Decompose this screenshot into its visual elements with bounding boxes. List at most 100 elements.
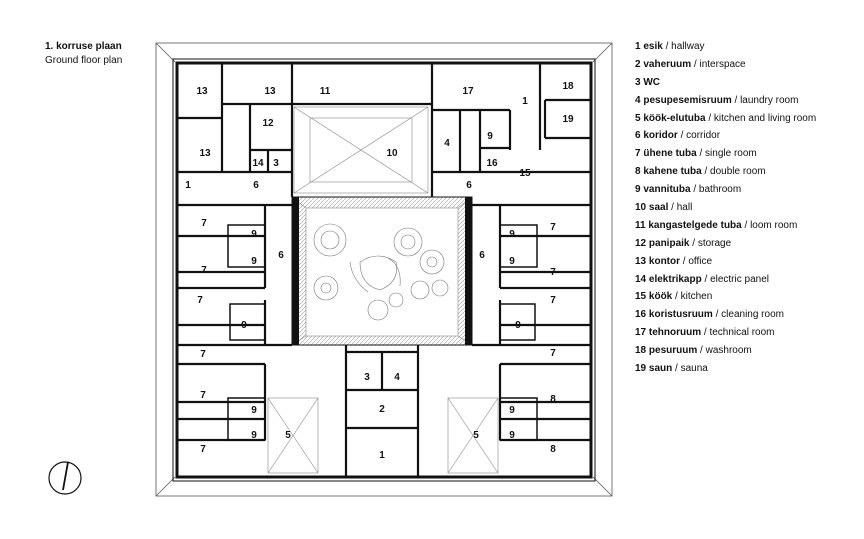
legend-number: 12 xyxy=(635,237,647,249)
hall-skylight xyxy=(293,106,429,194)
plan-title-primary: 1. korruse plaan xyxy=(45,41,122,52)
legend-number: 5 xyxy=(635,112,641,124)
legend-english: interspace xyxy=(699,58,746,70)
room-label: 9 xyxy=(509,430,515,441)
room-label: 9 xyxy=(251,430,257,441)
legend-number: 13 xyxy=(635,255,647,267)
legend-number: 6 xyxy=(635,130,641,142)
room-label: 9 xyxy=(251,229,257,240)
legend-estonian: ühene tuba xyxy=(643,148,697,160)
interior-walls xyxy=(177,63,591,477)
room-label: 7 xyxy=(200,390,206,401)
room-label: 7 xyxy=(201,265,207,276)
exterior-walls xyxy=(172,58,596,482)
room-label: 13 xyxy=(264,86,276,97)
legend-number: 8 xyxy=(635,166,641,178)
room-label: 12 xyxy=(262,118,274,129)
legend-item: 7 ühene tuba / single room xyxy=(635,148,757,160)
legend-item: 1 esik / hallway xyxy=(635,41,705,52)
room-label: 5 xyxy=(285,430,291,441)
legend-english: office xyxy=(688,255,713,267)
legend-estonian: koridor xyxy=(643,130,678,142)
legend-estonian: kangastelgede tuba xyxy=(648,219,742,231)
room-label: 3 xyxy=(364,372,370,383)
legend-item: 4 pesupesemisruum / laundry room xyxy=(635,94,799,106)
room-label: 9 xyxy=(509,256,515,267)
legend-item: 12 panipaik / storage xyxy=(635,237,732,249)
legend-english: cleaning room xyxy=(721,309,784,321)
legend-item: 8 kahene tuba / double room xyxy=(635,166,766,178)
legend-estonian: WC xyxy=(643,76,661,88)
room-label: 9 xyxy=(241,320,247,331)
room-labels: 13 13 11 17 1 18 12 19 10 4 9 13 16 14 3… xyxy=(185,81,574,461)
room-label: 13 xyxy=(196,86,208,97)
room-label: 14 xyxy=(252,158,264,169)
room-label: 18 xyxy=(562,81,574,92)
legend-item: 16 koristusruum / cleaning room xyxy=(635,309,784,321)
room-label: 3 xyxy=(273,158,279,169)
legend-number: 11 xyxy=(635,219,646,231)
room-label: 9 xyxy=(251,256,257,267)
legend-estonian: elektrikapp xyxy=(648,273,702,285)
legend-estonian: kahene tuba xyxy=(643,166,702,178)
legend-estonian: pesupesemisruum xyxy=(643,94,732,106)
room-label: 9 xyxy=(509,229,515,240)
room-label: 1 xyxy=(522,96,528,107)
legend-english: sauna xyxy=(680,363,708,375)
room-label: 7 xyxy=(550,267,556,278)
room-label: 9 xyxy=(251,405,257,416)
legend-number: 1 xyxy=(635,41,641,52)
room-label: 2 xyxy=(379,404,385,415)
legend-item: 15 köök / kitchen xyxy=(635,291,713,303)
legend-english: hall xyxy=(676,202,693,214)
legend-number: 19 xyxy=(635,363,647,375)
room-legend: 1 esik / hallway 2 vaheruum / interspace 3… xyxy=(635,40,850,380)
room-label: 7 xyxy=(550,295,556,306)
legend-number: 2 xyxy=(635,58,641,70)
legend-english: bathroom xyxy=(698,184,742,196)
legend-item: 6 koridor / corridor xyxy=(635,130,721,142)
legend-number: 4 xyxy=(635,94,641,106)
legend-number: 9 xyxy=(635,184,641,196)
legend-estonian: esik xyxy=(643,41,663,52)
room-label: 7 xyxy=(550,222,556,233)
legend-item: 14 elektrikapp / electric panel xyxy=(635,273,769,285)
legend-number: 3 xyxy=(635,76,641,88)
room-label: 9 xyxy=(487,131,493,142)
plan-title-secondary: Ground floor plan xyxy=(45,55,123,66)
legend-item: 11 kangastelgede tuba / loom room xyxy=(635,219,798,231)
legend-number: 16 xyxy=(635,309,647,321)
legend-item: 5 köök-elutuba / kitchen and living room xyxy=(635,112,817,124)
room-label: 7 xyxy=(197,295,203,306)
room-label: 15 xyxy=(519,168,531,179)
legend-estonian: köök-elutuba xyxy=(643,112,706,124)
legend-english: washroom xyxy=(705,345,752,357)
legend-item: 18 pesuruum / washroom xyxy=(635,345,752,357)
courtyard xyxy=(291,196,473,346)
legend-item: 17 tehnoruum / technical room xyxy=(635,327,775,339)
legend-english: single room xyxy=(705,148,757,160)
legend-estonian: pesuruum xyxy=(648,345,698,357)
legend-estonian: saun xyxy=(648,363,673,375)
room-label: 8 xyxy=(550,394,556,405)
room-label: 6 xyxy=(278,250,284,261)
legend-estonian: vaheruum xyxy=(643,58,692,70)
legend-estonian: saal xyxy=(648,202,669,214)
room-label: 8 xyxy=(550,444,556,455)
legend-number: 14 xyxy=(635,273,647,285)
room-label: 4 xyxy=(394,372,400,383)
room-label: 6 xyxy=(479,250,485,261)
legend-english: technical room xyxy=(709,327,775,339)
room-label: 7 xyxy=(200,444,206,455)
legend-item: 2 vaheruum / interspace xyxy=(635,58,746,70)
legend-estonian: vannituba xyxy=(643,184,691,196)
legend-number: 7 xyxy=(635,148,641,160)
legend-english: double room xyxy=(710,166,766,178)
room-label: 9 xyxy=(515,320,521,331)
room-label: 11 xyxy=(320,86,331,97)
legend-estonian: köök xyxy=(648,291,673,303)
room-label: 7 xyxy=(550,348,556,359)
room-label: 1 xyxy=(185,180,191,191)
legend-item: 13 kontor / office xyxy=(635,255,713,267)
legend-number: 17 xyxy=(635,327,647,339)
